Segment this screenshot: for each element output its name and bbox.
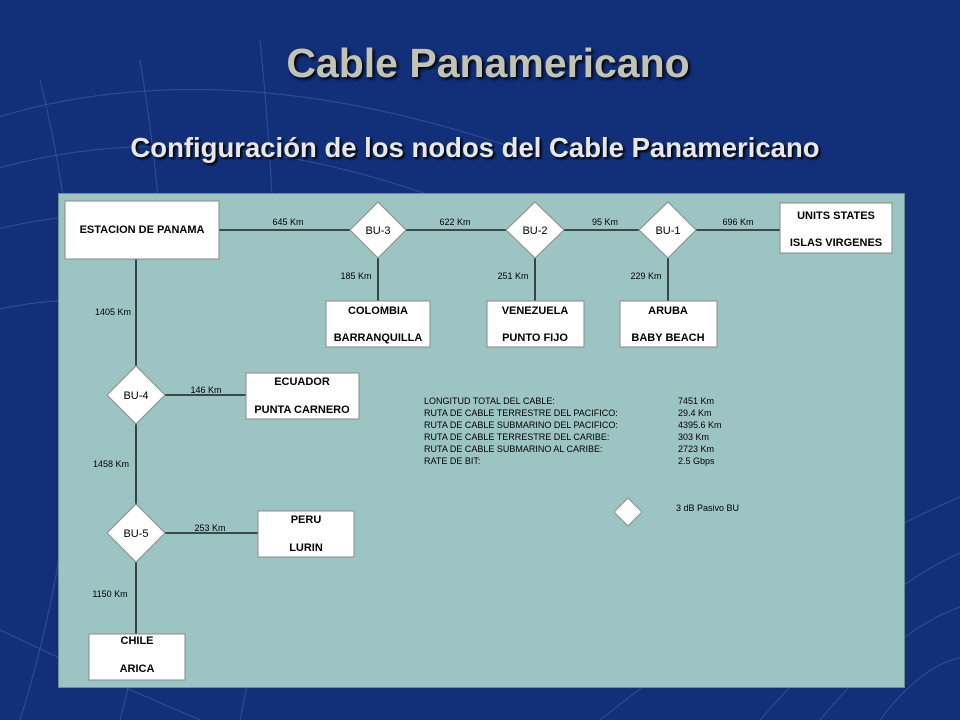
distance-bu5-chile: 1150 Km xyxy=(92,589,127,599)
bu2-label: BU-2 xyxy=(522,225,547,237)
distance-panama-bu3: 645 Km xyxy=(272,217,303,227)
bu3-diamond: BU-3 xyxy=(349,201,407,259)
node-chile-line1: CHILE xyxy=(121,635,154,647)
node-usa-line1: UNITS STATES xyxy=(797,210,875,222)
node-ecuador-line1: ECUADOR xyxy=(274,376,330,388)
legend: 3 dB Pasivo BU xyxy=(613,497,739,527)
diagram-panel xyxy=(58,193,905,688)
node-venezuela-line1: VENEZUELA xyxy=(502,305,569,317)
node-peru-line2: LURIN xyxy=(289,542,323,554)
bu4-diamond: BU-4 xyxy=(106,365,166,425)
node-aruba-line2: BABY BEACH xyxy=(631,332,704,344)
node-venezuela: VENEZUELA PUNTO FIJO xyxy=(486,300,585,348)
summary-label: RUTA DE CABLE TERRESTRE DEL CARIBE: xyxy=(424,432,609,442)
distance-bu2-venezuela: 251 Km xyxy=(497,271,528,281)
page-title: Cable Panamericano xyxy=(286,40,690,86)
node-panama: ESTACION DE PANAMA xyxy=(64,200,220,260)
distance-bu5-peru: 253 Km xyxy=(194,523,225,533)
node-peru: PERU LURIN xyxy=(257,510,355,558)
bu3-label: BU-3 xyxy=(365,225,390,237)
summary-value: 303 Km xyxy=(678,432,709,442)
distance-panama-bu4: 1405 Km xyxy=(95,307,131,317)
node-colombia-line1: COLOMBIA xyxy=(348,305,408,317)
bu4-label: BU-4 xyxy=(123,390,148,402)
distance-bu3-bu2: 622 Km xyxy=(439,217,470,227)
summary-value: 2.5 Gbps xyxy=(678,456,715,466)
node-colombia-line2: BARRANQUILLA xyxy=(334,332,423,344)
distance-bu1-aruba: 229 Km xyxy=(630,271,661,281)
node-chile-line2: ARICA xyxy=(120,663,155,675)
summary-value: 4395.6 Km xyxy=(678,420,722,430)
summary-label: RATE DE BIT: xyxy=(424,456,480,466)
node-venezuela-line2: PUNTO FIJO xyxy=(502,332,568,344)
bu1-diamond: BU-1 xyxy=(638,201,697,259)
network-diagram: ESTACION DE PANAMA UNITS STATES ISLAS VI… xyxy=(64,200,893,681)
distance-bu3-colombia: 185 Km xyxy=(340,271,371,281)
distance-bu1-usa: 696 Km xyxy=(722,217,753,227)
legend-diamond-icon xyxy=(613,497,643,527)
node-usa: UNITS STATES ISLAS VIRGENES xyxy=(779,202,893,254)
node-ecuador: ECUADOR PUNTA CARNERO xyxy=(245,372,360,420)
summary-value: 7451 Km xyxy=(678,396,714,406)
bu5-diamond: BU-5 xyxy=(106,503,166,563)
node-colombia: COLOMBIA BARRANQUILLA xyxy=(325,300,431,348)
bu1-label: BU-1 xyxy=(655,225,680,237)
page-subtitle: Configuración de los nodos del Cable Pan… xyxy=(130,132,820,163)
summary-label: RUTA DE CABLE SUBMARINO DEL PACIFICO: xyxy=(424,420,618,430)
summary-label: RUTA DE CABLE SUBMARINO AL CARIBE: xyxy=(424,444,603,454)
distance-bu4-ecuador: 146 Km xyxy=(190,385,221,395)
summary-value: 29.4 Km xyxy=(678,408,712,418)
node-peru-line1: PERU xyxy=(291,514,322,526)
node-aruba: ARUBA BABY BEACH xyxy=(619,300,718,348)
summary-value: 2723 Km xyxy=(678,444,714,454)
summary-label: RUTA DE CABLE TERRESTRE DEL PACIFICO: xyxy=(424,408,618,418)
bu5-label: BU-5 xyxy=(123,528,148,540)
node-aruba-line1: ARUBA xyxy=(648,305,688,317)
legend-label: 3 dB Pasivo BU xyxy=(676,503,739,513)
node-usa-line2: ISLAS VIRGENES xyxy=(790,237,882,249)
node-chile: CHILE ARICA xyxy=(88,633,186,681)
node-panama-label: ESTACION DE PANAMA xyxy=(80,224,205,236)
bu2-diamond: BU-2 xyxy=(505,201,565,259)
summary-table: LONGITUD TOTAL DEL CABLE: 7451 Km RUTA D… xyxy=(424,396,722,466)
node-ecuador-line2: PUNTA CARNERO xyxy=(254,404,350,416)
distance-bu4-bu5: 1458 Km xyxy=(93,459,129,469)
distance-bu2-bu1: 95 Km xyxy=(592,217,618,227)
summary-label: LONGITUD TOTAL DEL CABLE: xyxy=(424,396,555,406)
